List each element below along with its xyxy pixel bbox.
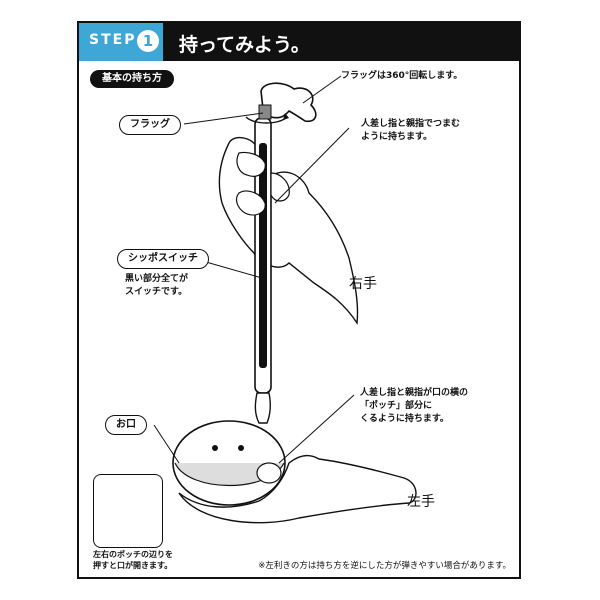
footnote: ※左利きの方は持ち方を逆にした方が弾きやすい場合があります。 — [258, 561, 511, 571]
section-title: 基本の持ち方 — [90, 70, 174, 88]
step-number: 1 — [137, 30, 159, 52]
flag-rotate-note: フラッグは360°回転します。 — [341, 71, 463, 81]
switch-description: 黒い部分全てが スイッチです。 — [125, 274, 189, 297]
mouth-open-inset — [93, 474, 163, 548]
mouth-hold-note: 人差し指と親指が口の横の 「ポッチ」部分に くるように持ちます。 — [360, 388, 469, 424]
left-hand-illustration — [178, 454, 417, 524]
pinch-note: 人差し指と親指でつまむ ように持ちます。 — [361, 119, 461, 142]
step-header: STEP 1 持ってみよう。 — [79, 23, 519, 61]
tail-switch-label: シッポスイッチ — [117, 249, 209, 269]
step-badge: STEP 1 — [79, 23, 163, 61]
inset-caption: 左右のポッチの辺りを 押すと口が開きます。 — [93, 550, 173, 570]
instruction-card: STEP 1 持ってみよう。 基本の持ち方 — [77, 21, 521, 579]
tail-switch-strip — [259, 143, 267, 368]
page-title: 持ってみよう。 — [179, 34, 310, 56]
right-hand-label: 右手 — [349, 276, 377, 292]
left-hand-label: 左手 — [407, 494, 435, 510]
flag-label: フラッグ — [119, 115, 181, 135]
step-label: STEP — [89, 32, 137, 48]
mouth-label: お口 — [105, 415, 147, 435]
